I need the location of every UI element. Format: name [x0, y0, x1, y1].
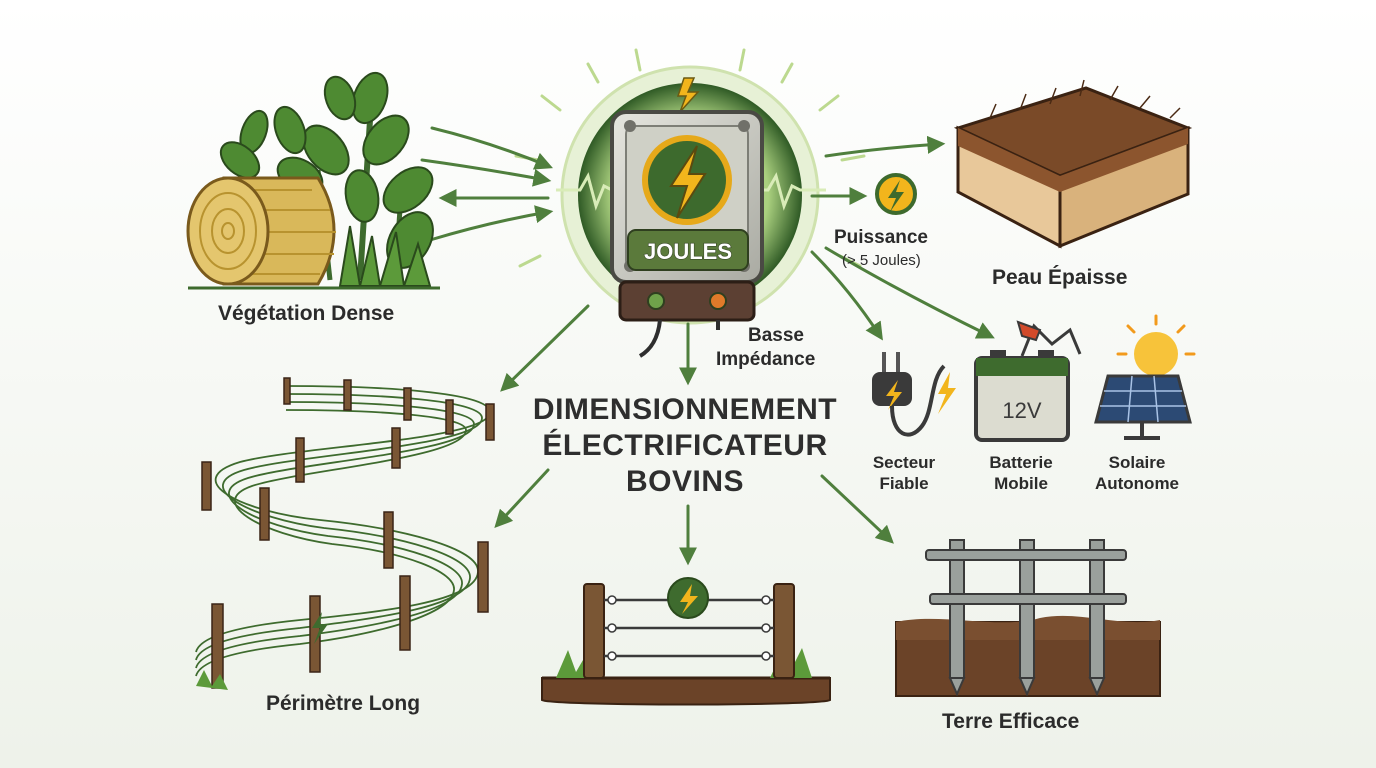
title-line-2: ÉLECTRIFICATEUR [542, 429, 828, 462]
label-solar-line-1: Solaire [1108, 453, 1166, 472]
arrow-to-perimeter-1 [500, 304, 590, 392]
label-vegetation: Végétation Dense [218, 302, 395, 325]
label-earth: Terre Efficace [942, 710, 1080, 733]
hide-icon [953, 79, 1193, 249]
label-mains-line-2: Fiable [879, 474, 929, 493]
label-impedance-line-2: Impédance [716, 349, 816, 370]
arrow-to-earth [820, 474, 894, 544]
hay-bale-icon [186, 176, 440, 290]
label-power: Puissance [834, 227, 928, 248]
battery-voltage-label: 12V [1002, 398, 1041, 423]
arrow-to-battery [824, 246, 995, 339]
label-mains-line-1: Secteur [872, 453, 936, 472]
top-bolt-icon [676, 77, 700, 113]
label-battery-line-2: Mobile [994, 474, 1048, 493]
power-bolt-icon [875, 173, 917, 215]
arrow-to-center-2 [420, 158, 552, 187]
label-perimeter: Périmètre Long [266, 692, 421, 715]
title-line-3: BOVINS [625, 465, 745, 498]
arrow-to-skin [824, 135, 946, 158]
arrow-to-center-1 [430, 126, 553, 170]
fence-icon [195, 377, 495, 690]
label-solar-line-2: Autonome [1094, 474, 1180, 493]
fence-spark-icon [312, 612, 328, 644]
plug-spark-icon [938, 372, 956, 414]
solar-panel-icon [1094, 374, 1192, 440]
arrow-to-center-3 [428, 205, 554, 242]
plant-icon [219, 71, 434, 287]
sun-icon [1116, 314, 1196, 376]
arrow-to-impedance [810, 250, 883, 341]
battery-icon: 12V [974, 320, 1082, 442]
label-skin: Peau Épaisse [992, 266, 1128, 289]
label-power-detail: (> 5 Joules) [842, 252, 921, 269]
arrow-to-perimeter-2 [494, 468, 550, 528]
title-line-1: DIMENSIONNEMENT [532, 393, 838, 426]
ground-rod-icon [895, 539, 1161, 697]
label-impedance-line-1: Basse [748, 325, 804, 346]
energizer-icon: JOULES [514, 48, 866, 358]
joules-badge [627, 229, 749, 271]
plug-icon [872, 352, 956, 437]
label-battery-line-1: Batterie [989, 453, 1053, 472]
joules-badge-text: JOULES [644, 239, 732, 264]
arrows [420, 126, 995, 566]
fence-section-icon [541, 577, 831, 706]
